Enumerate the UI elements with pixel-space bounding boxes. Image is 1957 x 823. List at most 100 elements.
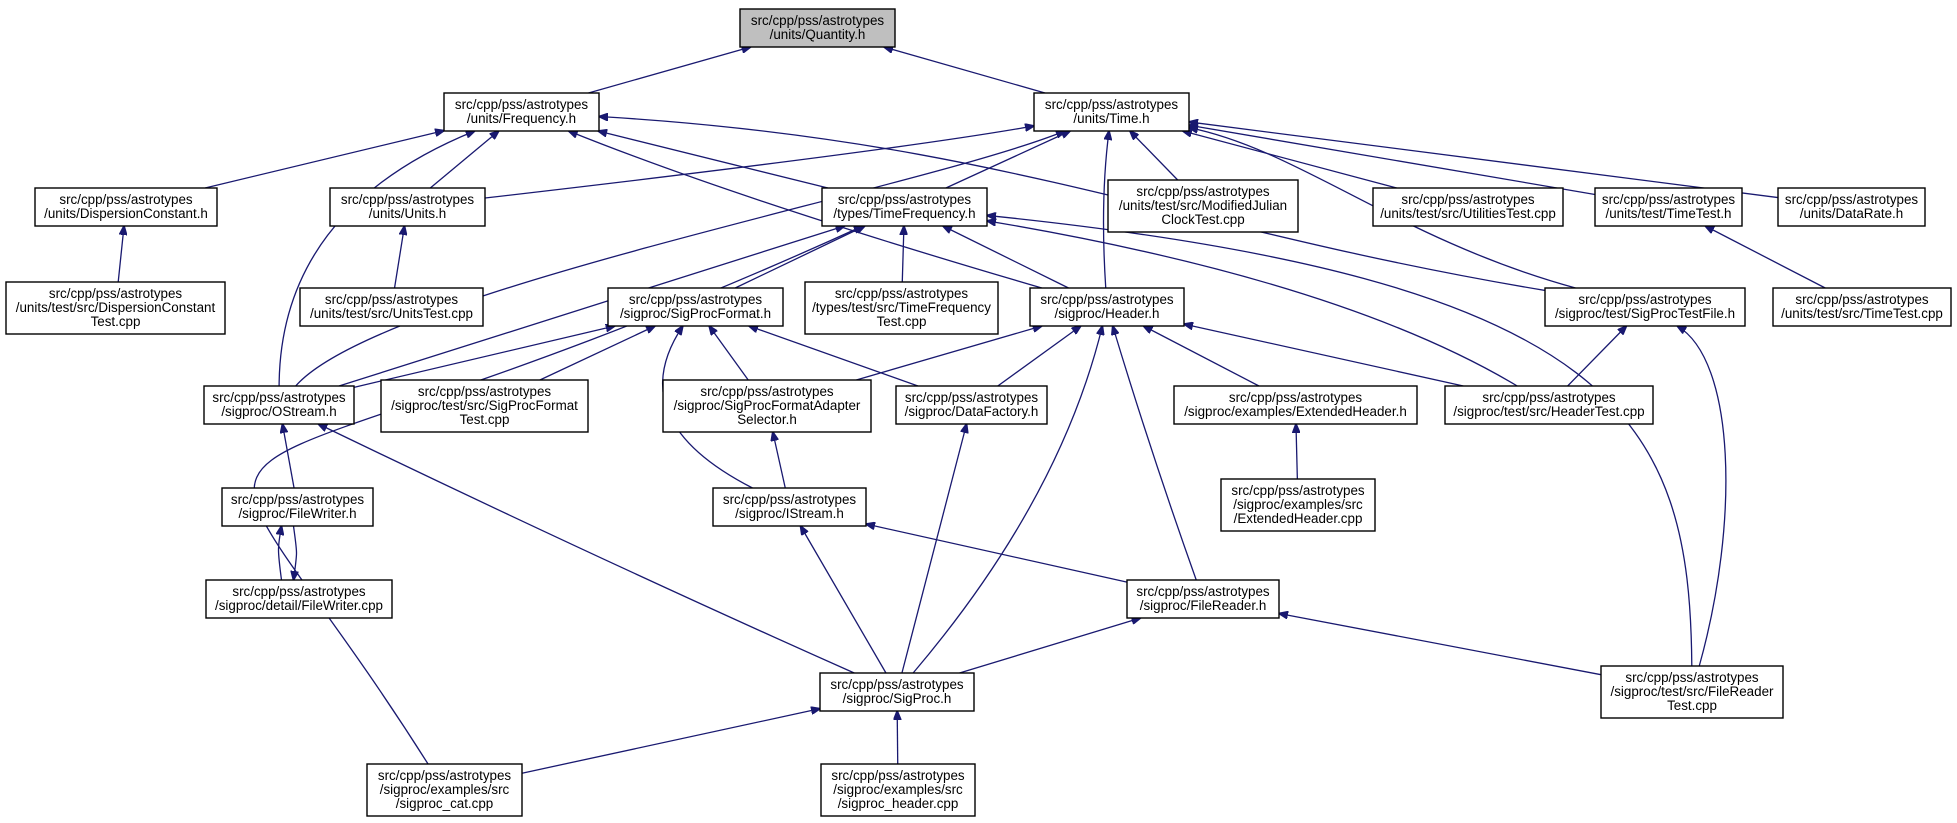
node-box — [1777, 187, 1926, 227]
node-adaptersel[interactable]: src/cpp/pss/astrotypes/sigproc/SigProcFo… — [662, 379, 872, 433]
node-box — [819, 672, 975, 712]
edge-units-to-frequency — [429, 131, 498, 189]
node-label-line: src/cpp/pss/astrotypes — [700, 384, 834, 399]
node-box — [1029, 287, 1185, 327]
edge-adaptersel-to-sigprocformat — [709, 326, 749, 381]
node-label-line: src/cpp/pss/astrotypes — [49, 286, 183, 301]
node-box — [1107, 179, 1299, 233]
node-box — [1220, 478, 1376, 532]
edge-headertest-to-timefreq — [987, 221, 1518, 387]
node-label-line: /sigproc/IStream.h — [735, 506, 844, 521]
edge-filewriterh-to-filewritercpp — [294, 525, 297, 580]
node-istream[interactable]: src/cpp/pss/astrotypes/sigproc/IStream.h — [712, 487, 867, 527]
node-time[interactable]: src/cpp/pss/astrotypes/units/Time.h — [1033, 92, 1190, 132]
node-unitstest[interactable]: src/cpp/pss/astrotypes/units/test/src/Un… — [299, 287, 484, 327]
edge-frtest-to-filereader — [1279, 613, 1602, 676]
edge-dispconsttest-to-dispconst — [117, 226, 124, 283]
node-label-line: /sigproc/SigProcFormat.h — [620, 306, 771, 321]
node-frequency[interactable]: src/cpp/pss/astrotypes/units/Frequency.h — [443, 92, 600, 132]
edge-filereader-to-header — [1113, 326, 1197, 581]
node-label-line: /sigproc/examples/ExtendedHeader.h — [1184, 404, 1407, 419]
node-sptestfile[interactable]: src/cpp/pss/astrotypes/sigproc/test/SigP… — [1544, 287, 1746, 327]
node-label-line: src/cpp/pss/astrotypes — [59, 192, 193, 207]
node-label-line: src/cpp/pss/astrotypes — [1578, 292, 1712, 307]
edge-frtest-to-sptestfile — [1677, 326, 1727, 667]
node-quantity[interactable]: src/cpp/pss/astrotypes/units/Quantity.h — [739, 8, 896, 48]
node-box — [821, 187, 988, 227]
node-label-line: /units/test/src/UnitsTest.cpp — [310, 306, 473, 321]
node-mjctest[interactable]: src/cpp/pss/astrotypes/units/test/src/Mo… — [1107, 179, 1299, 233]
node-exthdr[interactable]: src/cpp/pss/astrotypes/sigproc/examples/… — [1173, 385, 1418, 425]
node-label-line: src/cpp/pss/astrotypes — [1795, 292, 1929, 307]
node-label-line: /units/DispersionConstant.h — [44, 206, 208, 221]
node-label-line: src/cpp/pss/astrotypes — [1785, 192, 1919, 207]
edge-ostream-to-frequency — [278, 131, 475, 387]
node-header[interactable]: src/cpp/pss/astrotypes/sigproc/Header.h — [1029, 287, 1185, 327]
node-label-line: /sigproc/FileWriter.h — [238, 506, 356, 521]
edge-filewritercpp-to-filewriterh — [279, 526, 282, 581]
node-frtest[interactable]: src/cpp/pss/astrotypes/sigproc/test/src/… — [1600, 665, 1784, 719]
edge-timefreq-to-frequency — [598, 131, 829, 189]
node-label-line: src/cpp/pss/astrotypes — [418, 384, 552, 399]
edge-datafactory-to-sigprocformat — [749, 326, 919, 387]
node-sigproc[interactable]: src/cpp/pss/astrotypes/sigproc/SigProc.h — [819, 672, 975, 712]
edge-sptestfile-to-time — [1189, 128, 1576, 289]
edge-sigproc-to-datafactory — [901, 424, 967, 674]
node-label-line: /sigproc/examples/src — [380, 782, 510, 797]
node-sigprochdr[interactable]: src/cpp/pss/astrotypes/sigproc/examples/… — [820, 763, 976, 817]
node-box — [380, 379, 589, 433]
edge-datafactory-to-header — [997, 326, 1081, 387]
edge-filereader-to-istream — [866, 524, 1128, 583]
node-label-line: Selector.h — [737, 412, 797, 427]
node-box — [1594, 187, 1743, 227]
edge-header-to-timefreq — [943, 226, 1069, 289]
node-ostream[interactable]: src/cpp/pss/astrotypes/sigproc/OStream.h — [203, 385, 355, 425]
node-label-line: src/cpp/pss/astrotypes — [751, 13, 885, 28]
node-spftest[interactable]: src/cpp/pss/astrotypes/sigproc/test/src/… — [380, 379, 589, 433]
node-units[interactable]: src/cpp/pss/astrotypes/units/Units.h — [329, 187, 486, 227]
node-box — [895, 385, 1048, 425]
node-timefreq[interactable]: src/cpp/pss/astrotypes/types/TimeFrequen… — [821, 187, 988, 227]
node-headertest[interactable]: src/cpp/pss/astrotypes/sigproc/test/src/… — [1444, 385, 1654, 425]
node-exthdrcpp[interactable]: src/cpp/pss/astrotypes/sigproc/examples/… — [1220, 478, 1376, 532]
edge-time-to-quantity — [884, 47, 1046, 94]
node-filewritercpp[interactable]: src/cpp/pss/astrotypes/sigproc/detail/Fi… — [205, 579, 393, 619]
node-label-line: src/cpp/pss/astrotypes — [325, 292, 459, 307]
node-label-line: src/cpp/pss/astrotypes — [341, 192, 475, 207]
edge-frequency-to-quantity — [588, 47, 750, 94]
node-label-line: src/cpp/pss/astrotypes — [831, 768, 965, 783]
node-sigprocformat[interactable]: src/cpp/pss/astrotypes/sigproc/SigProcFo… — [607, 287, 784, 327]
node-dispconst[interactable]: src/cpp/pss/astrotypes/units/DispersionC… — [34, 187, 218, 227]
node-filewriterh[interactable]: src/cpp/pss/astrotypes/sigproc/FileWrite… — [221, 487, 374, 527]
node-label-line: src/cpp/pss/astrotypes — [1482, 390, 1616, 405]
node-box — [1372, 187, 1564, 227]
node-label-line: /sigproc/OStream.h — [221, 404, 336, 419]
node-box — [804, 281, 999, 335]
edge-ostream-to-time — [295, 131, 1065, 387]
node-box — [739, 8, 896, 48]
node-tftest[interactable]: src/cpp/pss/astrotypes/types/test/src/Ti… — [804, 281, 999, 335]
node-dispconsttest[interactable]: src/cpp/pss/astrotypes/units/test/src/Di… — [5, 281, 226, 335]
node-box — [1033, 92, 1190, 132]
node-timetesth[interactable]: src/cpp/pss/astrotypes/units/test/TimeTe… — [1594, 187, 1743, 227]
node-datafactory[interactable]: src/cpp/pss/astrotypes/sigproc/DataFacto… — [895, 385, 1048, 425]
node-filereader[interactable]: src/cpp/pss/astrotypes/sigproc/FileReade… — [1126, 579, 1280, 619]
node-sigproccat[interactable]: src/cpp/pss/astrotypes/sigproc/examples/… — [366, 763, 523, 817]
node-datarate[interactable]: src/cpp/pss/astrotypes/units/DataRate.h — [1777, 187, 1926, 227]
edge-header-to-frequency — [569, 131, 1043, 289]
edge-sigprocformat-to-timefreq — [734, 226, 865, 289]
node-label-line: src/cpp/pss/astrotypes — [378, 768, 512, 783]
node-box — [1126, 579, 1280, 619]
edges-layer — [117, 47, 1826, 774]
node-utiltest[interactable]: src/cpp/pss/astrotypes/units/test/src/Ut… — [1372, 187, 1564, 227]
node-label-line: /units/Frequency.h — [467, 111, 576, 126]
node-box — [329, 187, 486, 227]
node-label-line: /sigproc/SigProcFormatAdapter — [674, 398, 861, 413]
node-label-line: src/cpp/pss/astrotypes — [1401, 192, 1535, 207]
edge-adaptersel-to-header — [856, 326, 1041, 381]
edge-unitstest-to-units — [393, 226, 405, 289]
node-timetestcpp[interactable]: src/cpp/pss/astrotypes/units/test/src/Ti… — [1772, 287, 1952, 327]
node-label-line: src/cpp/pss/astrotypes — [1136, 584, 1270, 599]
node-label-line: /sigproc/examples/src — [833, 782, 963, 797]
edge-sigproc-to-ostream — [318, 424, 855, 674]
